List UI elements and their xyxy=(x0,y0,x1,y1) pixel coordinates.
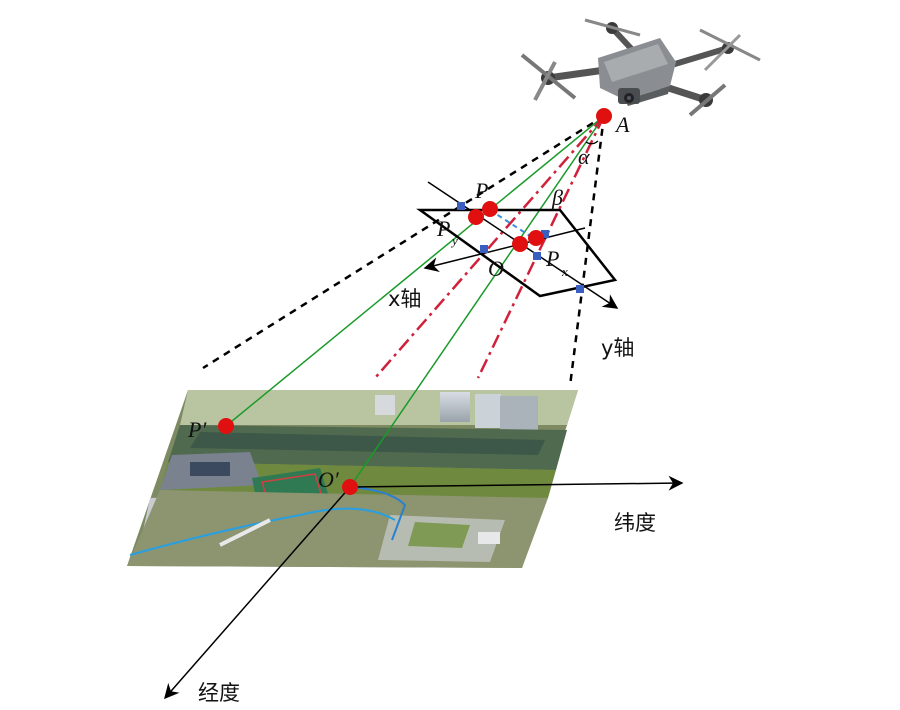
sight-lines xyxy=(225,115,605,488)
point-a-dot xyxy=(596,108,612,124)
plane-nodes xyxy=(457,202,584,293)
label-alpha: α xyxy=(578,144,590,169)
label-latitude: 纬度 xyxy=(614,511,656,535)
point-p-prime-dot xyxy=(218,418,234,434)
label-py-sub: y xyxy=(450,233,458,248)
point-o-prime-dot xyxy=(342,479,358,495)
blue-dashed-segment xyxy=(489,209,531,237)
latitude-axis-line xyxy=(349,475,684,491)
frustum-dashed-lines xyxy=(202,114,606,387)
plane-points xyxy=(468,201,544,252)
label-px-sub: x xyxy=(561,264,568,279)
label-x-axis: x轴 xyxy=(388,287,421,311)
image-plane xyxy=(416,208,618,298)
alpha-arc xyxy=(585,140,599,145)
label-beta: β xyxy=(551,185,563,210)
aerial-image xyxy=(127,390,578,568)
label-y-axis: y轴 xyxy=(601,336,634,360)
longitude-axis-line xyxy=(164,486,351,700)
quadcopter-drone-icon xyxy=(520,18,761,117)
label-a: A xyxy=(614,112,630,137)
label-o: O xyxy=(488,256,504,281)
label-py: P xyxy=(436,216,450,241)
label-px: P xyxy=(545,246,559,271)
label-p-prime: P′ xyxy=(187,417,207,442)
label-longitude: 经度 xyxy=(198,681,240,705)
x-axis-line xyxy=(423,227,586,273)
angle-lines xyxy=(374,115,606,379)
label-p: P xyxy=(474,178,488,203)
label-o-prime: O′ xyxy=(318,467,340,492)
